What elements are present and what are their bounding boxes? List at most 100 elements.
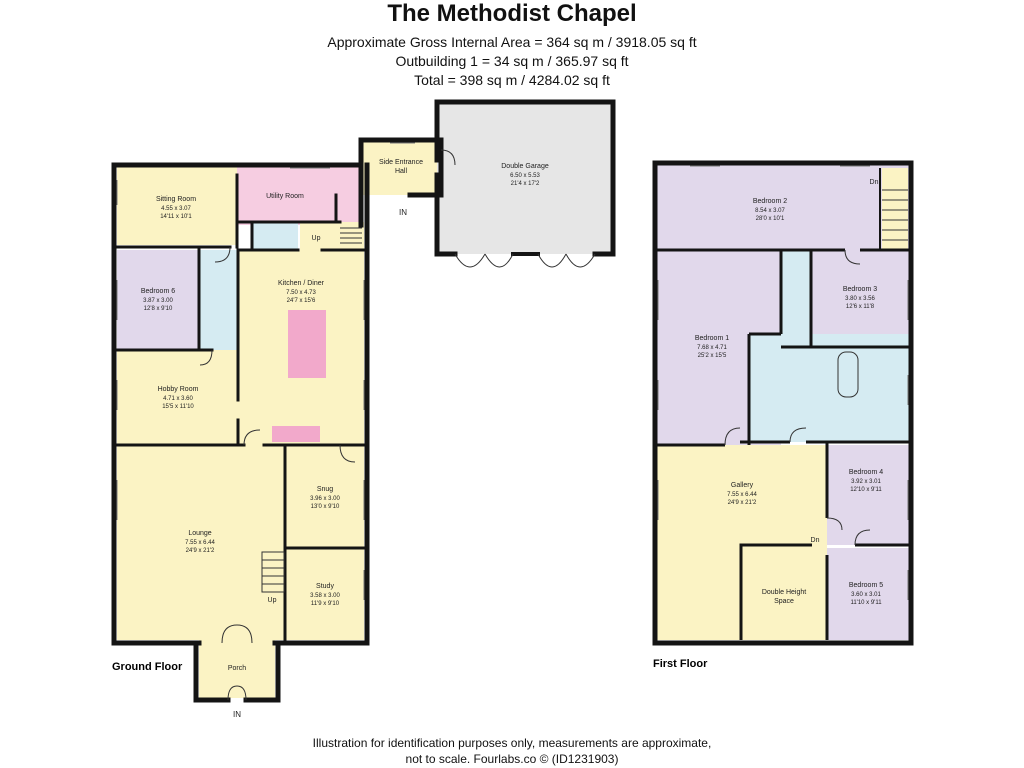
lounge-front-door: [221, 624, 253, 644]
total-area-line: Total = 398 sq m / 4284.02 sq ft: [414, 72, 610, 88]
hobby-room-name: Hobby Room: [158, 386, 199, 393]
gallery-name: Gallery: [731, 482, 754, 489]
lounge-name: Lounge: [188, 530, 211, 537]
ground-floor-walls: [111, 99, 616, 703]
bedroom6-imperial: 12'8 x 9'10: [144, 306, 173, 312]
door-swing-8: [826, 517, 843, 531]
kitchen-metric: 7.50 x 4.73: [286, 290, 316, 296]
door-swing-5: [724, 427, 741, 446]
bedroom2-metric: 8.54 x 3.07: [755, 208, 785, 214]
door-swing-4: [339, 444, 356, 463]
front-entrance-in: IN: [233, 710, 241, 719]
snug-area: [285, 445, 364, 548]
gf-outer-wall: [111, 162, 364, 646]
study-imperial: 11'9 x 9'10: [311, 601, 340, 607]
lounge-area: [117, 445, 285, 640]
hobby-room-area: [117, 350, 239, 445]
outbuilding-area-line: Outbuilding 1 = 34 sq m / 365.97 sq ft: [395, 53, 629, 69]
kitchen-imperial: 24'7 x 15'6: [287, 298, 316, 304]
door-swing-10: [440, 149, 456, 166]
door-swing-6: [844, 249, 861, 265]
bedroom4-name: Bedroom 4: [849, 469, 883, 476]
ff-stair-treads: [882, 189, 908, 241]
bedroom1-metric: 7.68 x 4.71: [697, 345, 727, 351]
study-metric: 3.58 x 3.00: [310, 593, 340, 599]
double-height-area: [741, 545, 827, 640]
first-floor-rooms: [657, 165, 909, 640]
bedroom6-name: Bedroom 6: [141, 288, 175, 295]
bedroom6-metric: 3.87 x 3.00: [143, 298, 173, 304]
gf-outer-wall-right: [272, 162, 370, 646]
utility-room-area: [237, 165, 361, 225]
utility-stair-up: Up: [312, 235, 321, 242]
garage-name: Double Garage: [501, 163, 549, 170]
side-hall-area: [361, 140, 441, 195]
bedroom3-imperial: 12'6 x 11'8: [846, 304, 875, 310]
porch-wall: [193, 640, 231, 703]
door-swing-9: [789, 427, 807, 443]
door-swing-3: [243, 429, 261, 446]
sitting-room-imperial: 14'11 x 10'1: [160, 214, 192, 220]
bathtub: [837, 351, 859, 398]
disclaimer-line2: not to scale. Fourlabs.co © (ID1231903): [405, 752, 619, 766]
plan-title: The Methodist Chapel: [387, 0, 637, 27]
door-swing-1: [214, 246, 231, 263]
garage-door-right: [537, 253, 596, 268]
windows: [116, 142, 909, 600]
garage-wall: [434, 99, 616, 257]
garage-imperial: 21'4 x 17'2: [511, 181, 540, 187]
porch-name: Porch: [228, 665, 246, 672]
disclaimer-line1: Illustration for identification purposes…: [312, 736, 712, 750]
ensuite-ff-area: [781, 250, 811, 334]
ff-stair-area: [882, 168, 908, 250]
stair-area: [300, 222, 364, 250]
kitchen-island: [288, 310, 326, 378]
ensuite-gf-area: [199, 250, 238, 350]
bathroom-area: [749, 334, 909, 442]
bedroom2-area: [657, 165, 909, 250]
lounge-metric: 7.55 x 6.44: [185, 540, 215, 546]
bedroom5-imperial: 11'10 x 9'11: [850, 600, 882, 606]
garage-wall-bottom: [434, 172, 458, 257]
garage-metric: 6.50 x 5.53: [510, 173, 540, 179]
bedroom1-imperial: 25'2 x 15'5: [698, 353, 727, 359]
bedroom6-area: [117, 250, 199, 350]
snug-metric: 3.96 x 3.00: [310, 496, 340, 502]
gallery-stair-dn: Dn: [811, 537, 820, 544]
ground-floor-rooms: [117, 102, 613, 698]
ground-floor-label: Ground Floor: [112, 661, 183, 673]
bedroom3-metric: 3.80 x 3.56: [845, 296, 875, 302]
door-swing-2: [199, 349, 213, 366]
study-area: [285, 548, 364, 640]
bedroom4-imperial: 12'10 x 9'11: [850, 487, 882, 493]
porch-wall-right: [243, 640, 281, 703]
ground-floor-labels: Sitting Room 4.55 x 3.07 14'11 x 10'1 Ut…: [112, 159, 549, 719]
side-hall-name: Side Entrance: [379, 159, 423, 166]
hobby-room-imperial: 15'5 x 11'10: [162, 404, 194, 410]
first-floor-walls: [652, 160, 914, 646]
snug-imperial: 13'0 x 9'10: [311, 504, 340, 510]
double-height-name2: Space: [774, 598, 794, 605]
utility-room-name: Utility Room: [266, 193, 304, 200]
study-name: Study: [316, 583, 334, 590]
door-swing-7: [854, 529, 871, 546]
wc-area: [252, 222, 298, 250]
garage-area: [437, 102, 613, 254]
gross-area-line: Approximate Gross Internal Area = 364 sq…: [327, 34, 697, 50]
porch-door: [227, 685, 247, 701]
snug-name: Snug: [317, 486, 333, 493]
bedroom5-area: [827, 548, 909, 640]
gf-stair-treads: [340, 227, 362, 244]
side-hall-wall: [358, 137, 444, 198]
bedroom3-area: [811, 250, 909, 347]
lounge-imperial: 24'9 x 21'2: [186, 548, 215, 554]
lounge-stair-up: Up: [268, 597, 277, 604]
bedroom3-name: Bedroom 3: [843, 286, 877, 293]
porch-area: [199, 640, 275, 698]
bedroom2-name: Bedroom 2: [753, 198, 787, 205]
sitting-room-metric: 4.55 x 3.07: [161, 206, 191, 212]
fixtures: [116, 142, 909, 701]
sitting-room-name: Sitting Room: [156, 196, 196, 203]
garage-door-left: [454, 253, 514, 268]
